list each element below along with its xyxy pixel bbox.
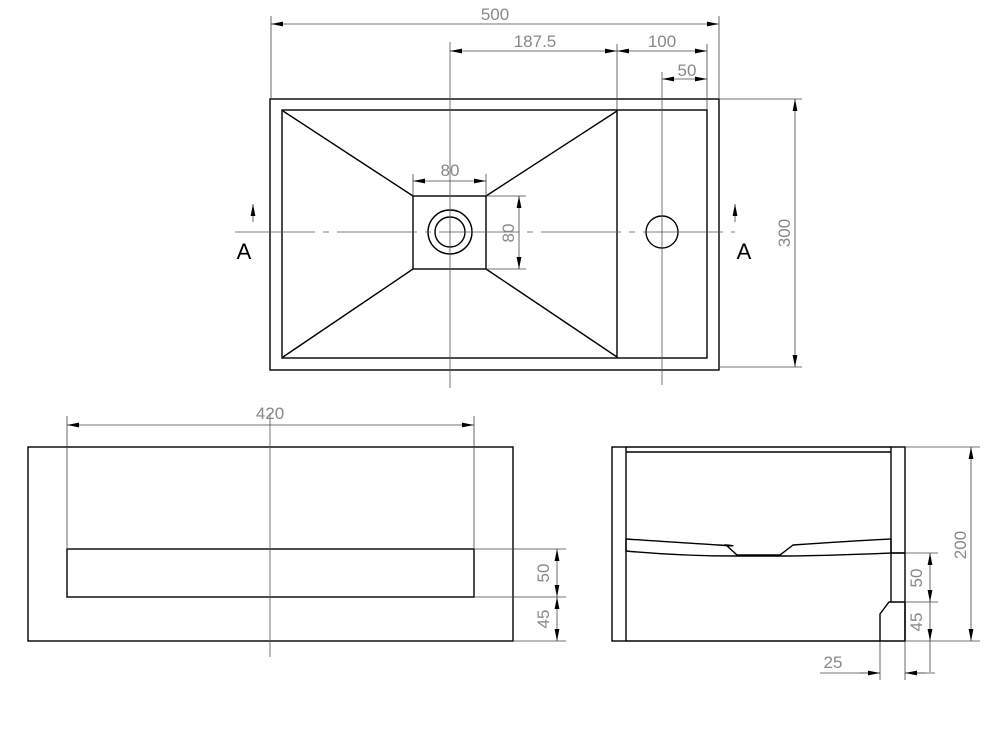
dim-section-height: 200: [951, 531, 970, 559]
drain-square: [412, 195, 487, 270]
dim-drain-width: 80: [441, 161, 460, 180]
right-wall-hatch: [890, 446, 906, 554]
dim-slot-bottom: 45: [534, 610, 553, 629]
dim-slot-height: 50: [534, 564, 553, 583]
center-lines: [235, 42, 735, 388]
dim-foot-width: 25: [824, 653, 843, 672]
basin-slopes: [282, 110, 618, 358]
top-view: 500 187.5 100 50 80 80 300 A A: [235, 5, 802, 388]
section-label-left: A: [237, 239, 252, 264]
dim-overall-depth: 300: [775, 219, 794, 247]
left-wall-hatch: [611, 446, 627, 642]
dim-channel-height: 50: [907, 569, 926, 588]
dim-tap-offset: 50: [678, 61, 697, 80]
dim-overall-width: 500: [481, 5, 509, 24]
section-view: 200 50 45 25: [611, 446, 980, 680]
dim-ledge-width: 100: [648, 32, 676, 51]
dim-drain-offset: 187.5: [514, 32, 557, 51]
inner-outline: [281, 109, 708, 359]
outer-outline: [269, 98, 720, 371]
front-outline: [27, 446, 514, 642]
dim-foot-height: 45: [907, 613, 926, 632]
dim-drain-height: 80: [499, 224, 518, 243]
section-label-right: A: [737, 239, 752, 264]
front-slot: [66, 548, 475, 598]
basin-floor-hatch: [625, 538, 892, 557]
foot-hatch: [879, 601, 906, 642]
front-view: 420 50 45: [27, 404, 566, 657]
dim-slot-width: 420: [256, 404, 284, 423]
